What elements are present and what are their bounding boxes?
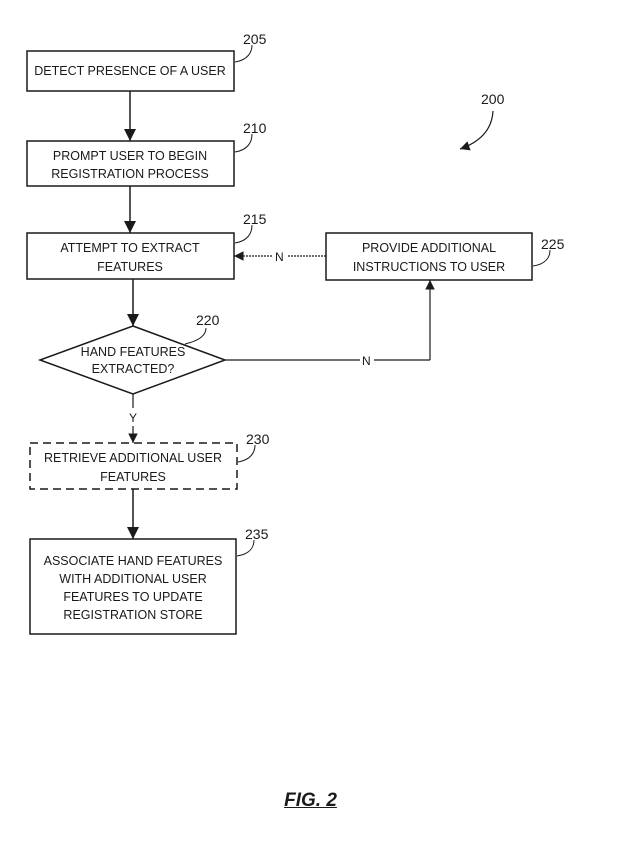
node-210: PROMPT USER TO BEGIN REGISTRATION PROCES… <box>26 120 267 187</box>
node-230: RETRIEVE ADDITIONAL USER FEATURES 230 <box>29 431 270 490</box>
process-box <box>26 50 235 92</box>
node-text: REGISTRATION STORE <box>63 608 202 622</box>
node-text: WITH ADDITIONAL USER <box>59 572 206 586</box>
leader-line <box>184 327 207 345</box>
ref-label: 235 <box>245 526 269 542</box>
ref-label: 230 <box>246 431 270 447</box>
leader-line <box>237 444 256 463</box>
leader-line <box>532 249 551 267</box>
node-text: EXTRACTED? <box>92 362 175 376</box>
node-text: RETRIEVE ADDITIONAL USER <box>44 451 222 465</box>
edge-label-no: N <box>275 250 284 264</box>
figure-ref-label: 200 <box>481 91 505 107</box>
ref-label: 210 <box>243 120 267 136</box>
edge-225-215: N <box>234 250 326 264</box>
ref-label: 220 <box>196 312 220 328</box>
figure-title: FIG. 2 <box>284 790 337 811</box>
process-box <box>26 140 235 187</box>
node-215: ATTEMPT TO EXTRACT FEATURES 215 <box>26 211 267 280</box>
edge-label-yes: Y <box>129 411 137 425</box>
node-220: HAND FEATURES EXTRACTED? 220 <box>37 312 228 395</box>
leader-line <box>234 224 253 244</box>
process-box <box>29 538 237 635</box>
node-text: REGISTRATION PROCESS <box>51 167 208 181</box>
node-text: ATTEMPT TO EXTRACT <box>60 241 200 255</box>
figure-ref: 200 <box>459 91 505 151</box>
leader-line <box>236 539 255 557</box>
node-text: FEATURES TO UPDATE <box>63 590 202 604</box>
figure-ref-arrow <box>459 110 494 151</box>
ref-label: 205 <box>243 31 267 47</box>
node-text: INSTRUCTIONS TO USER <box>353 260 505 274</box>
ref-label: 215 <box>243 211 267 227</box>
ref-label: 225 <box>541 236 565 252</box>
node-235: ASSOCIATE HAND FEATURES WITH ADDITIONAL … <box>29 526 269 635</box>
edge-220-230: Y <box>128 394 138 443</box>
node-225: PROVIDE ADDITIONAL INSTRUCTIONS TO USER … <box>325 232 565 281</box>
edge-label-no: N <box>362 354 371 368</box>
node-text: DETECT PRESENCE OF A USER <box>34 64 225 78</box>
decision-diamond <box>37 325 228 395</box>
process-box <box>325 232 533 281</box>
node-205: DETECT PRESENCE OF A USER 205 <box>26 31 267 92</box>
node-text: FEATURES <box>97 260 163 274</box>
node-text: PROVIDE ADDITIONAL <box>362 241 496 255</box>
node-text: FEATURES <box>100 470 166 484</box>
leader-line <box>234 44 253 63</box>
edge-220-225: N <box>225 280 435 368</box>
node-text: ASSOCIATE HAND FEATURES <box>44 554 223 568</box>
leader-line <box>234 133 253 153</box>
node-text: HAND FEATURES <box>81 345 186 359</box>
node-text: PROMPT USER TO BEGIN <box>53 149 207 163</box>
